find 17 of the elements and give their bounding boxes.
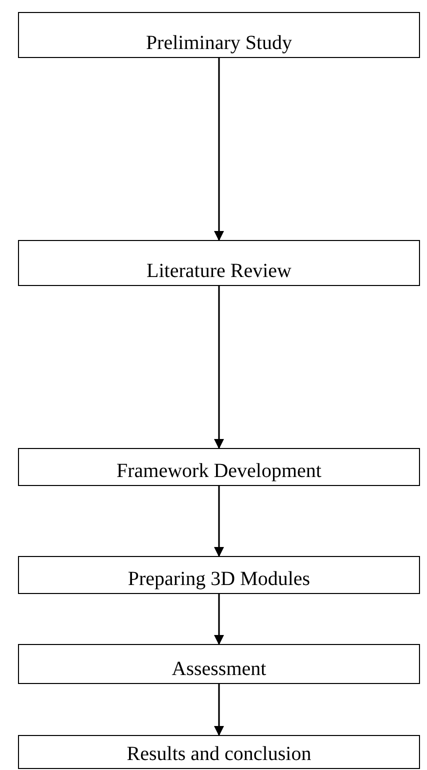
process-box xyxy=(18,240,420,286)
arrow xyxy=(214,486,224,557)
arrow xyxy=(214,594,224,645)
process-box xyxy=(18,448,420,486)
box-label: Preliminary Study xyxy=(146,31,292,55)
box-label: Assessment xyxy=(172,657,266,681)
box-label: Preparing 3D Modules xyxy=(128,567,310,591)
process-box xyxy=(18,644,420,684)
arrow xyxy=(214,58,224,241)
box-label: Framework Development xyxy=(116,459,322,483)
process-box xyxy=(18,735,420,769)
box-label: Literature Review xyxy=(146,259,292,283)
arrow xyxy=(214,286,224,449)
process-box xyxy=(18,556,420,594)
box-label: Results and conclusion xyxy=(126,742,312,766)
arrow xyxy=(214,684,224,736)
process-box xyxy=(18,12,420,58)
